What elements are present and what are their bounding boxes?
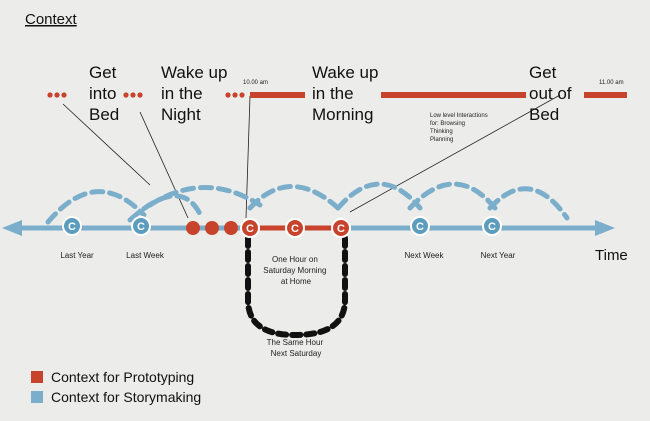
svg-text:C: C	[246, 223, 254, 235]
svg-text:C: C	[416, 221, 424, 233]
legend-item-prototyping: Context for Prototyping	[31, 369, 194, 385]
svg-text:C: C	[337, 223, 345, 235]
guide-line-1	[62, 103, 151, 186]
dot	[232, 92, 238, 98]
page-title: Context	[25, 11, 78, 28]
arc	[407, 181, 498, 211]
dot	[61, 92, 67, 98]
time-end: 11.00 am	[599, 80, 624, 86]
dot	[225, 92, 231, 98]
segment-bed	[584, 92, 627, 98]
segment-night	[250, 92, 305, 98]
phase-wake-up-night: Wake up in the Night	[161, 63, 232, 124]
svg-text:C: C	[488, 221, 496, 233]
dot	[130, 92, 136, 98]
legend-swatch-storymaking	[31, 391, 43, 403]
dot	[137, 92, 143, 98]
arc	[147, 185, 263, 208]
label-last-week: Last Week	[126, 251, 165, 260]
guide-line-4	[349, 94, 561, 213]
dot	[123, 92, 129, 98]
storymaking-arcs	[45, 181, 570, 225]
dot	[47, 92, 53, 98]
node-next-year: C	[482, 216, 502, 236]
same-hour-loop	[245, 235, 348, 339]
legend-swatch-prototyping	[31, 371, 43, 383]
same-hour-label: The Same Hour Next Saturday	[267, 338, 326, 358]
dot	[239, 92, 245, 98]
top-timeline	[47, 92, 627, 98]
main-axis	[2, 220, 615, 236]
axis-red-dots	[186, 221, 238, 235]
arc	[335, 181, 423, 211]
axis-label-time: Time	[595, 247, 628, 264]
segment-morning	[381, 92, 526, 98]
legend-item-storymaking: Context for Storymaking	[31, 389, 201, 405]
dot	[54, 92, 60, 98]
legend: Context for Prototyping Context for Stor…	[31, 369, 201, 405]
svg-text:C: C	[291, 223, 299, 235]
label-last-year: Last Year	[60, 251, 94, 260]
node-hour-middle: C	[285, 218, 305, 238]
axis-arrow-left	[2, 220, 22, 236]
arc	[247, 184, 341, 211]
axis-arrow-right	[595, 220, 615, 236]
zoom-guide-lines	[62, 94, 561, 219]
label-next-week: Next Week	[405, 251, 445, 260]
arc	[487, 186, 570, 221]
node-hour-start: C	[240, 218, 260, 238]
svg-text:C: C	[68, 221, 76, 233]
dot	[224, 221, 238, 235]
phase-wake-up-morning: Wake up in the Morning	[312, 63, 383, 124]
dot	[186, 221, 200, 235]
label-next-year: Next Year	[481, 251, 516, 260]
phase-get-out-of-bed: Get out of Bed	[529, 63, 576, 124]
dot	[205, 221, 219, 235]
node-hour-end: C	[331, 218, 351, 238]
node-last-year: C	[62, 216, 82, 236]
node-next-week: C	[410, 216, 430, 236]
guide-line-2	[139, 111, 189, 219]
svg-text:C: C	[137, 221, 145, 233]
phase-get-into-bed: Get into Bed	[89, 63, 121, 124]
node-last-week: C	[131, 216, 151, 236]
arc	[45, 189, 147, 225]
time-start: 10.00 am	[243, 80, 268, 86]
legend-label-storymaking: Context for Storymaking	[51, 389, 201, 405]
hour-label: One Hour on Saturday Morning at Home	[263, 255, 328, 286]
legend-label-prototyping: Context for Prototyping	[51, 369, 194, 385]
interactions-note: Low level Interactions for: Browsing Thi…	[430, 113, 489, 143]
